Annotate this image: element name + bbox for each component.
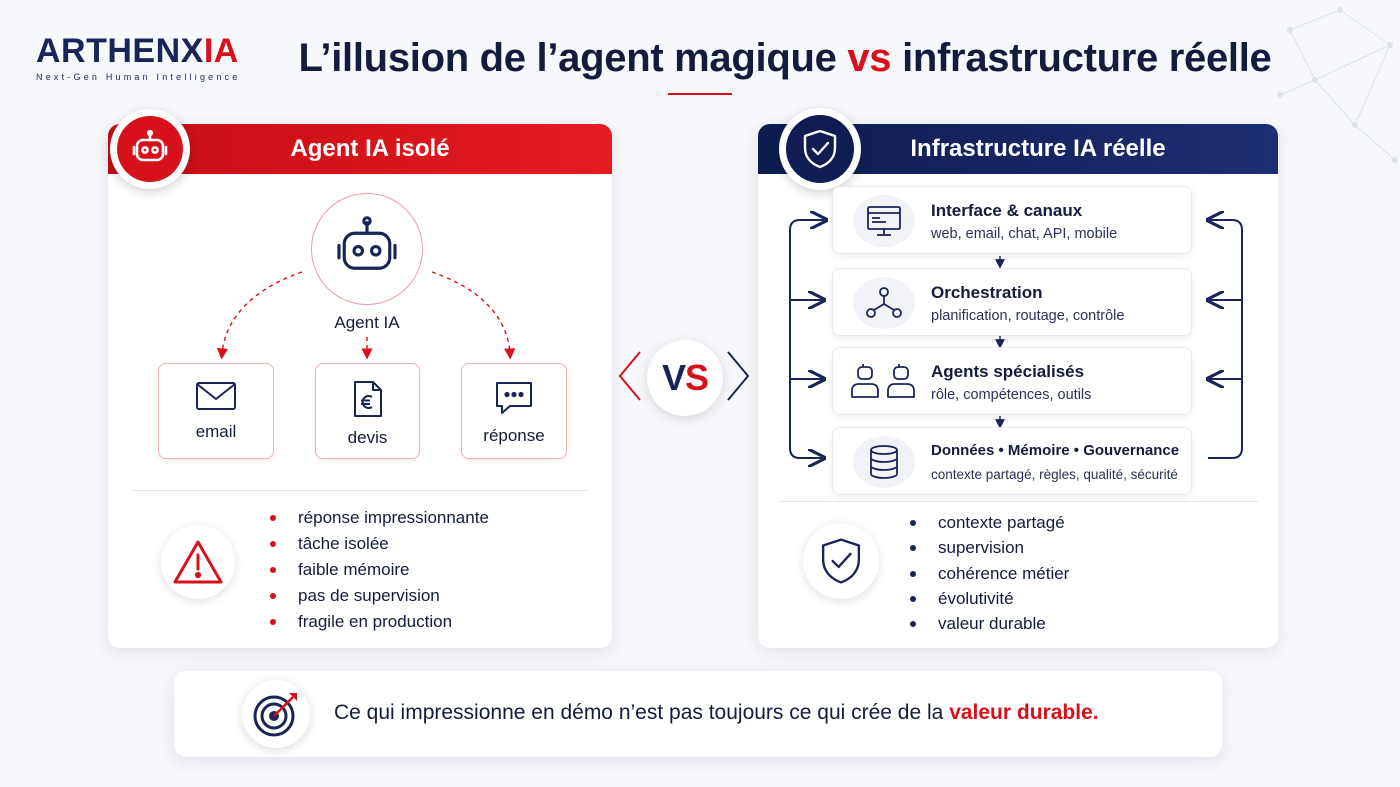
layer-icon-wrap	[853, 195, 915, 247]
tool-label: réponse	[483, 426, 545, 445]
list-item: contexte partagé	[910, 510, 1069, 535]
robot-badge	[110, 109, 190, 189]
title-underline	[668, 93, 732, 95]
layer-subtitle: web, email, chat, API, mobile	[931, 226, 1118, 242]
layer-subtitle: contexte partagé, règles, qualité, sécur…	[931, 467, 1178, 482]
vs-chevrons	[618, 351, 750, 401]
layer-subtitle: planification, routage, contrôle	[931, 308, 1125, 324]
brand-tagline: Next-Gen Human Intelligence	[36, 72, 241, 82]
list-item: évolutivité	[910, 586, 1069, 611]
layer-orchestration: Orchestration planification, routage, co…	[832, 268, 1192, 336]
layer-icon-wrap	[853, 277, 915, 329]
real-infrastructure-bullets: contexte partagé supervision cohérence m…	[910, 510, 1069, 636]
agents-icon	[851, 364, 915, 398]
monitor-icon	[867, 206, 901, 236]
warning-badge	[161, 525, 235, 599]
list-item: cohérence métier	[910, 561, 1069, 586]
shield-check-icon	[821, 538, 861, 584]
layer-interface: Interface & canaux web, email, chat, API…	[832, 186, 1192, 254]
robot-icon	[132, 129, 168, 162]
agent-label: Agent IA	[334, 313, 400, 332]
brand-name: ARTHENXIA	[36, 32, 239, 70]
page-title: L’illusion de l’agent magique vs infrast…	[298, 36, 1272, 80]
list-item: supervision	[910, 535, 1069, 560]
tool-card-devis: devis	[315, 363, 420, 459]
warning-icon	[173, 540, 223, 584]
right-divider	[778, 501, 1258, 502]
brand-logo: ARTHENXIA Next-Gen Human Intelligence	[36, 32, 276, 82]
layer-title: Orchestration	[931, 283, 1043, 302]
list-item: réponse impressionnante	[270, 505, 489, 531]
chat-bubble-icon	[496, 382, 532, 414]
target-badge	[242, 680, 310, 748]
isolated-agent-header: Agent IA isolé	[108, 124, 612, 174]
layer-subtitle: rôle, compétences, outils	[931, 387, 1092, 403]
left-divider	[132, 490, 588, 491]
list-item: pas de supervision	[270, 583, 489, 609]
layer-icon-wrap	[845, 356, 921, 408]
tool-card-reponse: réponse	[461, 363, 567, 459]
tool-card-email: email	[158, 363, 274, 459]
layer-icon-wrap	[853, 436, 915, 488]
target-icon	[253, 693, 297, 737]
list-item: fragile en production	[270, 609, 489, 635]
shield-check-icon	[803, 129, 837, 169]
network-nodes-icon	[866, 287, 902, 318]
conclusion-text: Ce qui impressionne en démo n’est pas to…	[334, 701, 1099, 724]
layer-data-governance: Données • Mémoire • Gouvernance contexte…	[832, 427, 1192, 495]
euro-document-icon	[353, 381, 382, 417]
list-item: faible mémoire	[270, 557, 489, 583]
layer-agents: Agents spécialisés rôle, compétences, ou…	[832, 347, 1192, 415]
network-decoration	[1277, 7, 1398, 163]
envelope-icon	[196, 382, 236, 410]
isolated-agent-bullets: réponse impressionnante tâche isolée fai…	[270, 505, 489, 635]
list-item: tâche isolée	[270, 531, 489, 557]
conclusion-banner	[174, 671, 1222, 757]
list-item: valeur durable	[910, 611, 1069, 636]
layer-title: Données • Mémoire • Gouvernance	[931, 442, 1180, 459]
robot-icon	[337, 216, 397, 270]
layer-title: Agents spécialisés	[931, 362, 1085, 381]
shield-badge	[779, 108, 861, 190]
tool-label: devis	[347, 428, 388, 447]
agent-node	[311, 193, 423, 305]
database-icon	[870, 445, 898, 479]
tool-label: email	[195, 422, 237, 441]
layer-title: Interface & canaux	[931, 201, 1083, 220]
shield-check-badge	[803, 523, 879, 599]
